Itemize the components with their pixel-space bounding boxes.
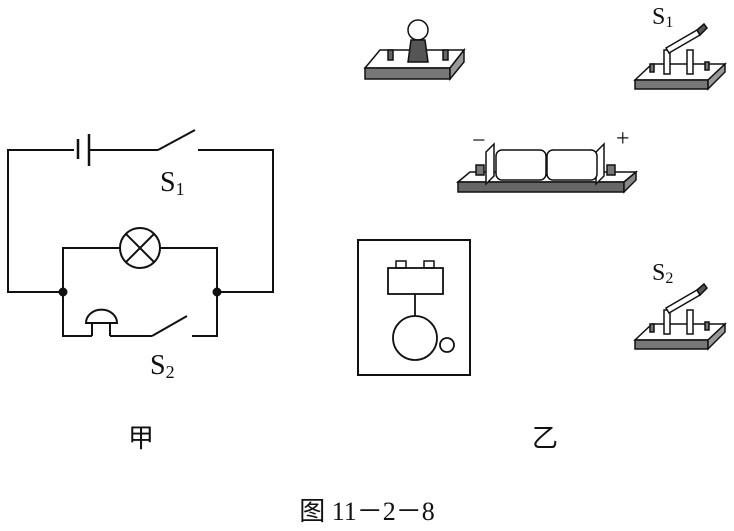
apparatus-s2-label: S2: [652, 260, 673, 287]
switch-s1-on-board: [633, 22, 727, 91]
electric-bell-box: [357, 239, 471, 376]
wire-lamp-branch: [62, 247, 218, 292]
bulb-on-board: [363, 19, 466, 82]
switch-s2-on-board: [633, 282, 727, 351]
lamp-symbol: [119, 227, 161, 269]
junction-right: [212, 287, 222, 297]
switch-s2-blade: [151, 315, 188, 337]
switch-s1-blade: [157, 129, 196, 151]
wire-bell-branch: [62, 292, 152, 337]
figure-caption: 图 11－2－8: [299, 497, 435, 526]
battery-holder: [455, 142, 639, 194]
wire-left-top: [7, 149, 74, 293]
switch-s1-label: S1: [160, 167, 185, 199]
wire-s2-right: [192, 292, 218, 337]
battery-positive-sign: +: [616, 126, 630, 152]
circuit-diagram: [7, 129, 274, 337]
panel-label-yi: 乙: [532, 424, 558, 453]
battery-negative-sign: −: [472, 128, 486, 154]
switch-s2-label: S2: [150, 350, 175, 382]
junction-left: [58, 287, 68, 297]
wire-s1-right: [198, 149, 274, 293]
panel-label-jia: 甲: [128, 424, 154, 453]
apparatus-s1-label: S1: [652, 4, 673, 31]
bell-symbol: [84, 308, 119, 336]
